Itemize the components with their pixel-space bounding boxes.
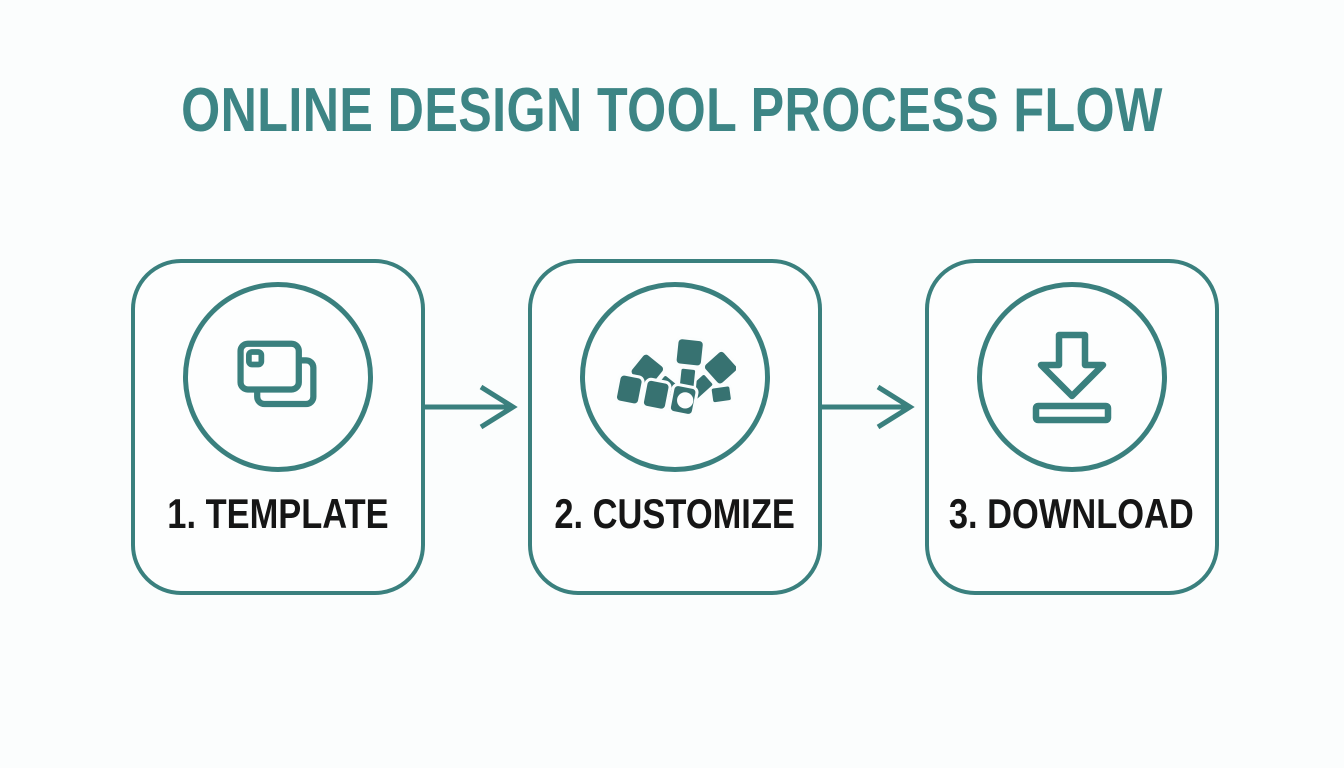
step-label: 1. TEMPLATE — [166, 490, 389, 537]
customize-icon-circle — [579, 282, 770, 472]
download-icon-circle — [976, 282, 1167, 472]
step-card-download: 3. DOWNLOAD — [924, 259, 1219, 595]
template-icon-circle — [182, 282, 373, 472]
step-card-customize: 2. CUSTOMIZE — [527, 259, 822, 595]
download-icon — [1032, 331, 1111, 424]
palette-fan-icon — [613, 336, 736, 417]
page-title: ONLINE DESIGN TOOL PROCESS FLOW — [0, 80, 1344, 142]
process-flow-row: 1. TEMPLATE — [5, 259, 1344, 595]
step-label: 3. DOWNLOAD — [949, 490, 1194, 537]
template-icon — [236, 340, 316, 408]
page-title-text: ONLINE DESIGN TOOL PROCESS FLOW — [181, 76, 1163, 145]
arrow-right-icon — [424, 384, 518, 429]
step-card-template: 1. TEMPLATE — [130, 259, 425, 595]
step-label: 2. CUSTOMIZE — [554, 490, 795, 537]
arrow-right-icon — [821, 384, 915, 429]
